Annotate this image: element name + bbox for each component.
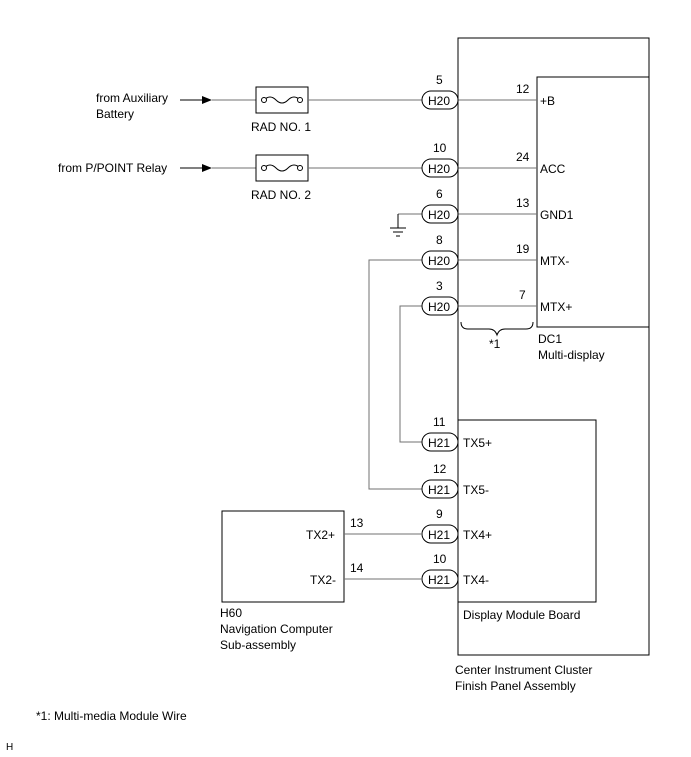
dc1-pin-name-3: GND1 [540, 208, 574, 222]
mtx-minus-crossover-wire [368, 259, 422, 490]
svg-text:5: 5 [436, 73, 443, 87]
mtx-plus-crossover-wire [399, 305, 422, 443]
dc1-pin-num-5: 7 [519, 288, 526, 302]
connector-h21-pin11: H21 11 [421, 415, 459, 452]
dc1-multi-display-box [536, 76, 650, 328]
dc1-pin-name-5: MTX+ [540, 300, 572, 314]
display-module-board-box [457, 419, 597, 603]
connector-h20-pin8: H20 8 [421, 233, 459, 270]
svg-text:H21: H21 [428, 573, 450, 587]
footnote: *1: Multi-media Module Wire [36, 709, 187, 723]
ppoint-arrow-icon [202, 164, 212, 172]
connector-h20-pin6: H20 6 [421, 187, 459, 224]
svg-text:10: 10 [433, 141, 447, 155]
svg-text:3: 3 [436, 279, 443, 293]
svg-text:10: 10 [433, 552, 447, 566]
connector-h20-pin10: H20 10 [421, 141, 459, 178]
nav-computer-box [221, 510, 345, 603]
nav-pin-name-tx2-plus: TX2+ [306, 528, 335, 542]
fuse-label-rad2: RAD NO. 2 [251, 188, 311, 202]
svg-text:8: 8 [436, 233, 443, 247]
dc1-pin-name-2: ACC [540, 162, 566, 176]
nav-name-line1: Navigation Computer [220, 622, 333, 636]
nav-pin-name-tx2-minus: TX2- [310, 573, 336, 587]
corner-label: H [6, 742, 13, 753]
source-ppoint-relay: from P/POINT Relay [58, 161, 167, 175]
aux-arrow-icon [202, 96, 212, 104]
svg-text:9: 9 [436, 507, 443, 521]
display-pin-tx4-minus: TX4- [463, 573, 489, 587]
svg-text:11: 11 [433, 415, 446, 429]
connector-h20-pin3: H20 3 [421, 279, 459, 316]
fuse-icon-rad2 [255, 154, 309, 182]
display-module-board-label: Display Module Board [463, 608, 580, 622]
wire-harness-brace [460, 321, 534, 337]
center-cluster-box [457, 37, 650, 656]
nav-pin-num-14: 14 [350, 561, 364, 575]
wire-harness-marker: *1 [489, 337, 501, 351]
source-aux-battery-line1: from Auxiliary [96, 91, 168, 105]
svg-text:H21: H21 [428, 483, 450, 497]
cluster-label-line1: Center Instrument Cluster [455, 663, 592, 677]
nav-name-line2: Sub-assembly [220, 638, 296, 652]
display-pin-tx4-plus: TX4+ [463, 528, 492, 542]
svg-text:H20: H20 [428, 94, 450, 108]
dc1-pin-num-3: 13 [516, 196, 530, 210]
dc1-pin-name-1: +B [540, 94, 555, 108]
connector-h21-pin10: H21 10 [421, 552, 459, 589]
display-pin-tx5-plus: TX5+ [463, 436, 492, 450]
dc1-pin-name-4: MTX- [540, 254, 569, 268]
ground-icon [390, 213, 422, 237]
connector-h21-pin12: H21 12 [421, 462, 459, 499]
svg-text:H20: H20 [428, 162, 450, 176]
svg-text:H21: H21 [428, 528, 450, 542]
connector-h21-pin9: H21 9 [421, 507, 459, 544]
svg-text:H20: H20 [428, 208, 450, 222]
dc1-pin-num-4: 19 [516, 242, 530, 256]
svg-text:6: 6 [436, 187, 443, 201]
dc1-name: DC1 [538, 332, 562, 346]
svg-text:H21: H21 [428, 436, 450, 450]
connector-h20-pin5: H20 5 [421, 73, 459, 110]
nav-pin-num-13: 13 [350, 516, 364, 530]
svg-text:H20: H20 [428, 254, 450, 268]
display-pin-tx5-minus: TX5- [463, 483, 489, 497]
svg-text:H20: H20 [428, 300, 450, 314]
dc1-pin-num-2: 24 [516, 150, 530, 164]
fuse-label-rad1: RAD NO. 1 [251, 120, 311, 134]
source-aux-battery-line2: Battery [96, 107, 134, 121]
nav-code: H60 [220, 606, 242, 620]
dc1-description: Multi-display [538, 348, 605, 362]
svg-text:12: 12 [433, 462, 447, 476]
dc1-pin-num-1: 12 [516, 82, 530, 96]
cluster-label-line2: Finish Panel Assembly [455, 679, 576, 693]
fuse-icon-rad1 [255, 86, 309, 114]
